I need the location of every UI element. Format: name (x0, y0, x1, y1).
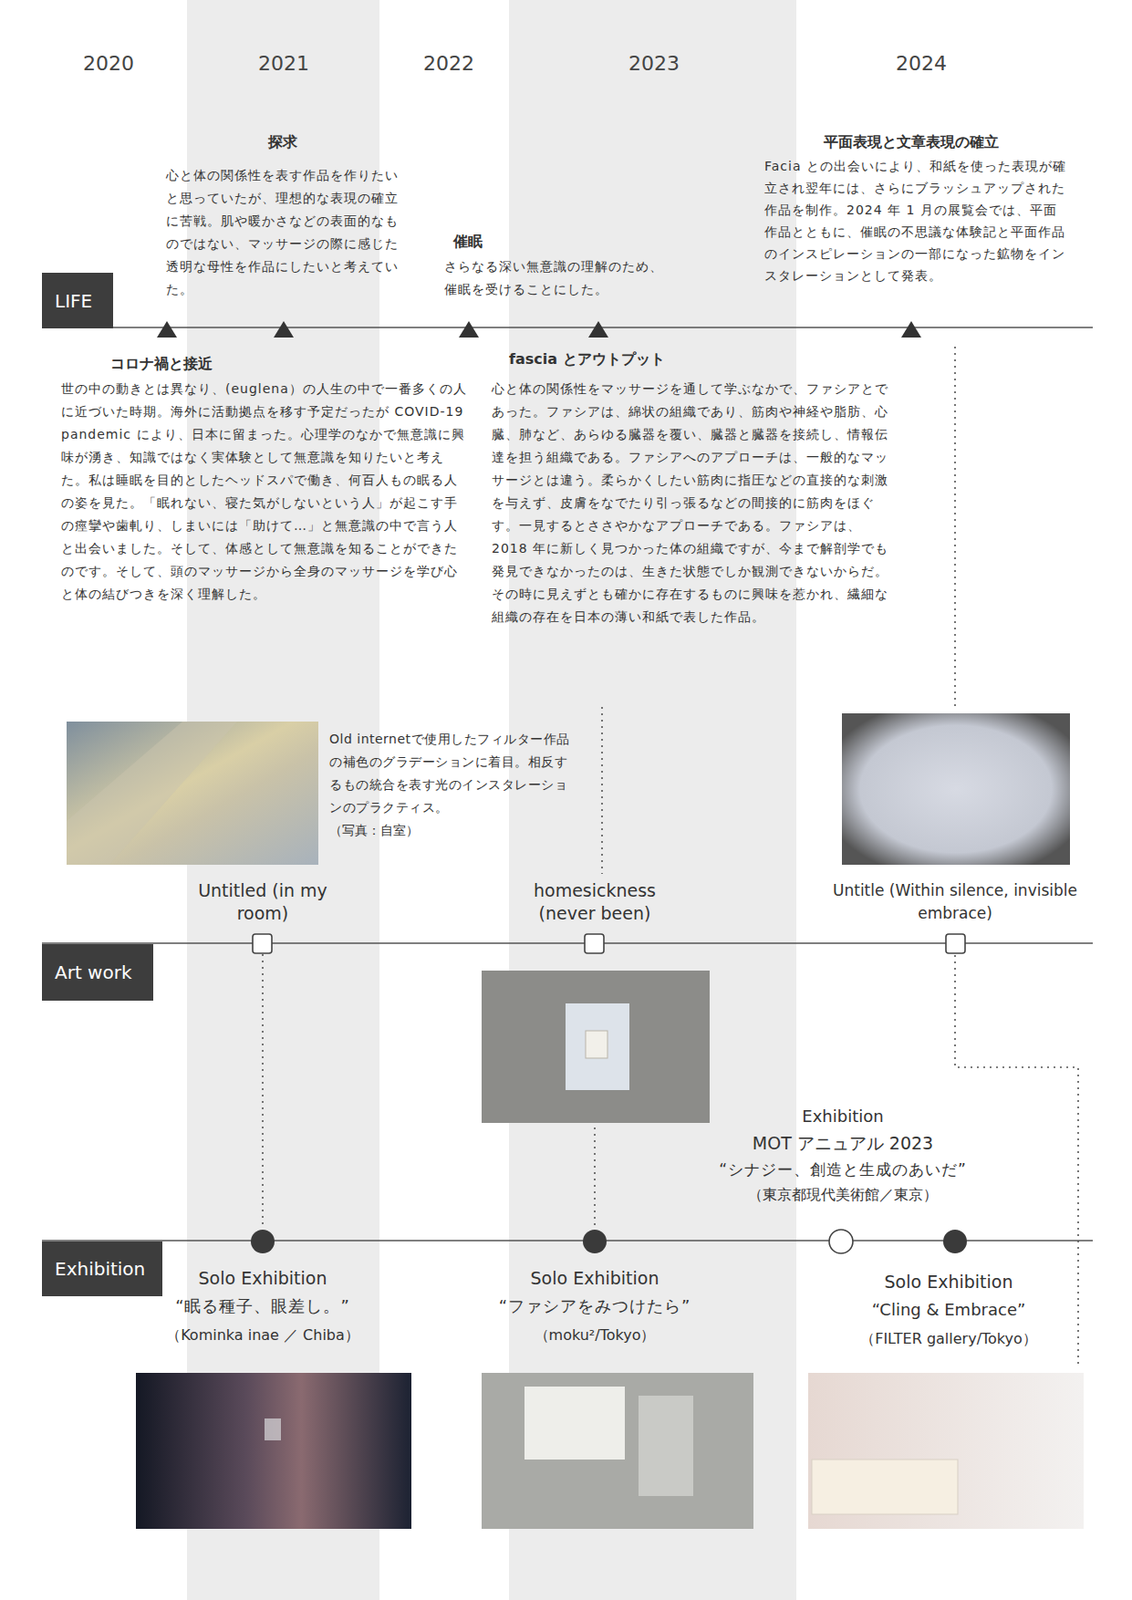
triangle-marker (588, 321, 609, 338)
exhibition-axis (41, 1239, 1093, 1242)
open-circle-marker (829, 1229, 853, 1254)
section-label: LIFE (41, 290, 105, 312)
artwork-axis (41, 942, 1093, 945)
life-text: 心と体の関係性を表す作品を作りたいと思っていたが、理想的な表現の確立に苦戦。肌や… (166, 164, 408, 302)
circle-marker (943, 1229, 967, 1254)
year-label: 2022 (423, 51, 475, 78)
life-markers (156, 321, 922, 338)
exhibition-venue: （FILTER gallery/Tokyo） (860, 1329, 1038, 1350)
circle-marker (250, 1229, 275, 1254)
photos (66, 713, 1084, 1529)
triangle-marker (156, 321, 177, 338)
year-label: 2021 (258, 51, 310, 78)
square-marker (945, 934, 966, 954)
circle-marker (582, 1229, 607, 1254)
section-label-box: Art work (41, 944, 154, 1001)
section-label: Exhibition (41, 1257, 158, 1280)
artwork-photo (481, 970, 710, 1123)
leader-line (601, 706, 603, 874)
artwork-markers (252, 934, 966, 954)
artwork-title: Untitled (in my room) (185, 879, 341, 925)
triangle-marker (458, 321, 479, 338)
life-heading: 平面表現と文章表現の確立 (823, 133, 999, 153)
exhibition-title: “眠る種子、眼差し。” (175, 1295, 351, 1317)
exhibition-photo-panels (811, 1459, 958, 1515)
section-label-box: LIFE (41, 272, 114, 329)
exhibition-venue: （moku²/Tokyo） (534, 1326, 656, 1346)
exhibition-photo (481, 1372, 754, 1529)
photo-caption: Old internetで使用したフィルター作品の補色のグラデーションに着目。相… (329, 727, 572, 820)
exhibition-venue: （東京都現代美術館／東京） (747, 1185, 938, 1205)
artwork-photo-detail (585, 1030, 608, 1059)
square-marker (252, 934, 272, 954)
exhibition-heading: Solo Exhibition (884, 1270, 1014, 1294)
square-marker (584, 934, 604, 954)
section-label-box: Exhibition (41, 1241, 163, 1297)
life-heading: 探求 (268, 133, 298, 153)
exhibition-photo-window (524, 1386, 625, 1460)
exhibition-markers (250, 1229, 967, 1254)
life-text: Facia との出会いにより、和紙を使った表現が確立され翌年には、さらにブラッシ… (764, 155, 1068, 287)
axis-lines (41, 327, 1093, 1241)
exhibition-heading: Solo Exhibition (530, 1267, 660, 1290)
photo-credit: （写真：自室） (329, 819, 419, 842)
life-heading: fascia とアウトプット (508, 350, 665, 370)
year-label: 2023 (628, 51, 680, 78)
artwork-photo-panel (565, 1003, 630, 1091)
life-heading: コロナ禍と接近 (110, 354, 213, 374)
exhibition-title: “Cling & Embrace” (872, 1298, 1027, 1320)
exhibition-photo-wall (638, 1395, 694, 1496)
section-label: Art work (41, 961, 146, 984)
life-axis (41, 326, 1093, 329)
leader-line (261, 954, 264, 1227)
room-photo (66, 721, 319, 865)
life-text: さらなる深い無意識の理解のため、催眠を受けることにした。 (444, 255, 675, 302)
triangle-marker (273, 321, 294, 338)
room-photo-light (66, 721, 238, 865)
leader-line (954, 346, 956, 707)
exhibition-name: MOT アニュアル 2023 (752, 1132, 934, 1155)
life-heading: 催眠 (453, 232, 483, 252)
exhibition-venue: （Kominka inae ／ Chiba） (166, 1326, 360, 1346)
year-label: 2020 (83, 51, 135, 78)
exhibition-title: “シナジー、創造と生成のあいだ” (718, 1159, 967, 1180)
exhibition-title: “ファシアをみつけたら” (498, 1295, 692, 1317)
life-text: 世の中の動きとは異なり、(euglena）の人生の中で一番多くの人に近づいた時期… (61, 377, 468, 606)
exhibition-heading: Solo Exhibition (198, 1267, 328, 1290)
exhibition-heading: Exhibition (801, 1105, 883, 1127)
artwork-title: Untitle (Within silence, invisible embra… (798, 879, 1113, 925)
artwork-photo (841, 713, 1070, 865)
leader-line (593, 1127, 596, 1227)
year-label: 2024 (895, 51, 947, 78)
triangle-marker (901, 321, 922, 338)
exhibition-photo (808, 1372, 1084, 1529)
artwork-title: homesickness (never been) (510, 879, 680, 925)
life-text: 心と体の関係性をマッサージを通して学ぶなかで、ファシアとであった。ファシアは、綿… (491, 377, 890, 629)
exhibition-photo-detail (264, 1418, 281, 1441)
exhibition-photo (135, 1372, 412, 1529)
year-band (508, 0, 797, 1600)
